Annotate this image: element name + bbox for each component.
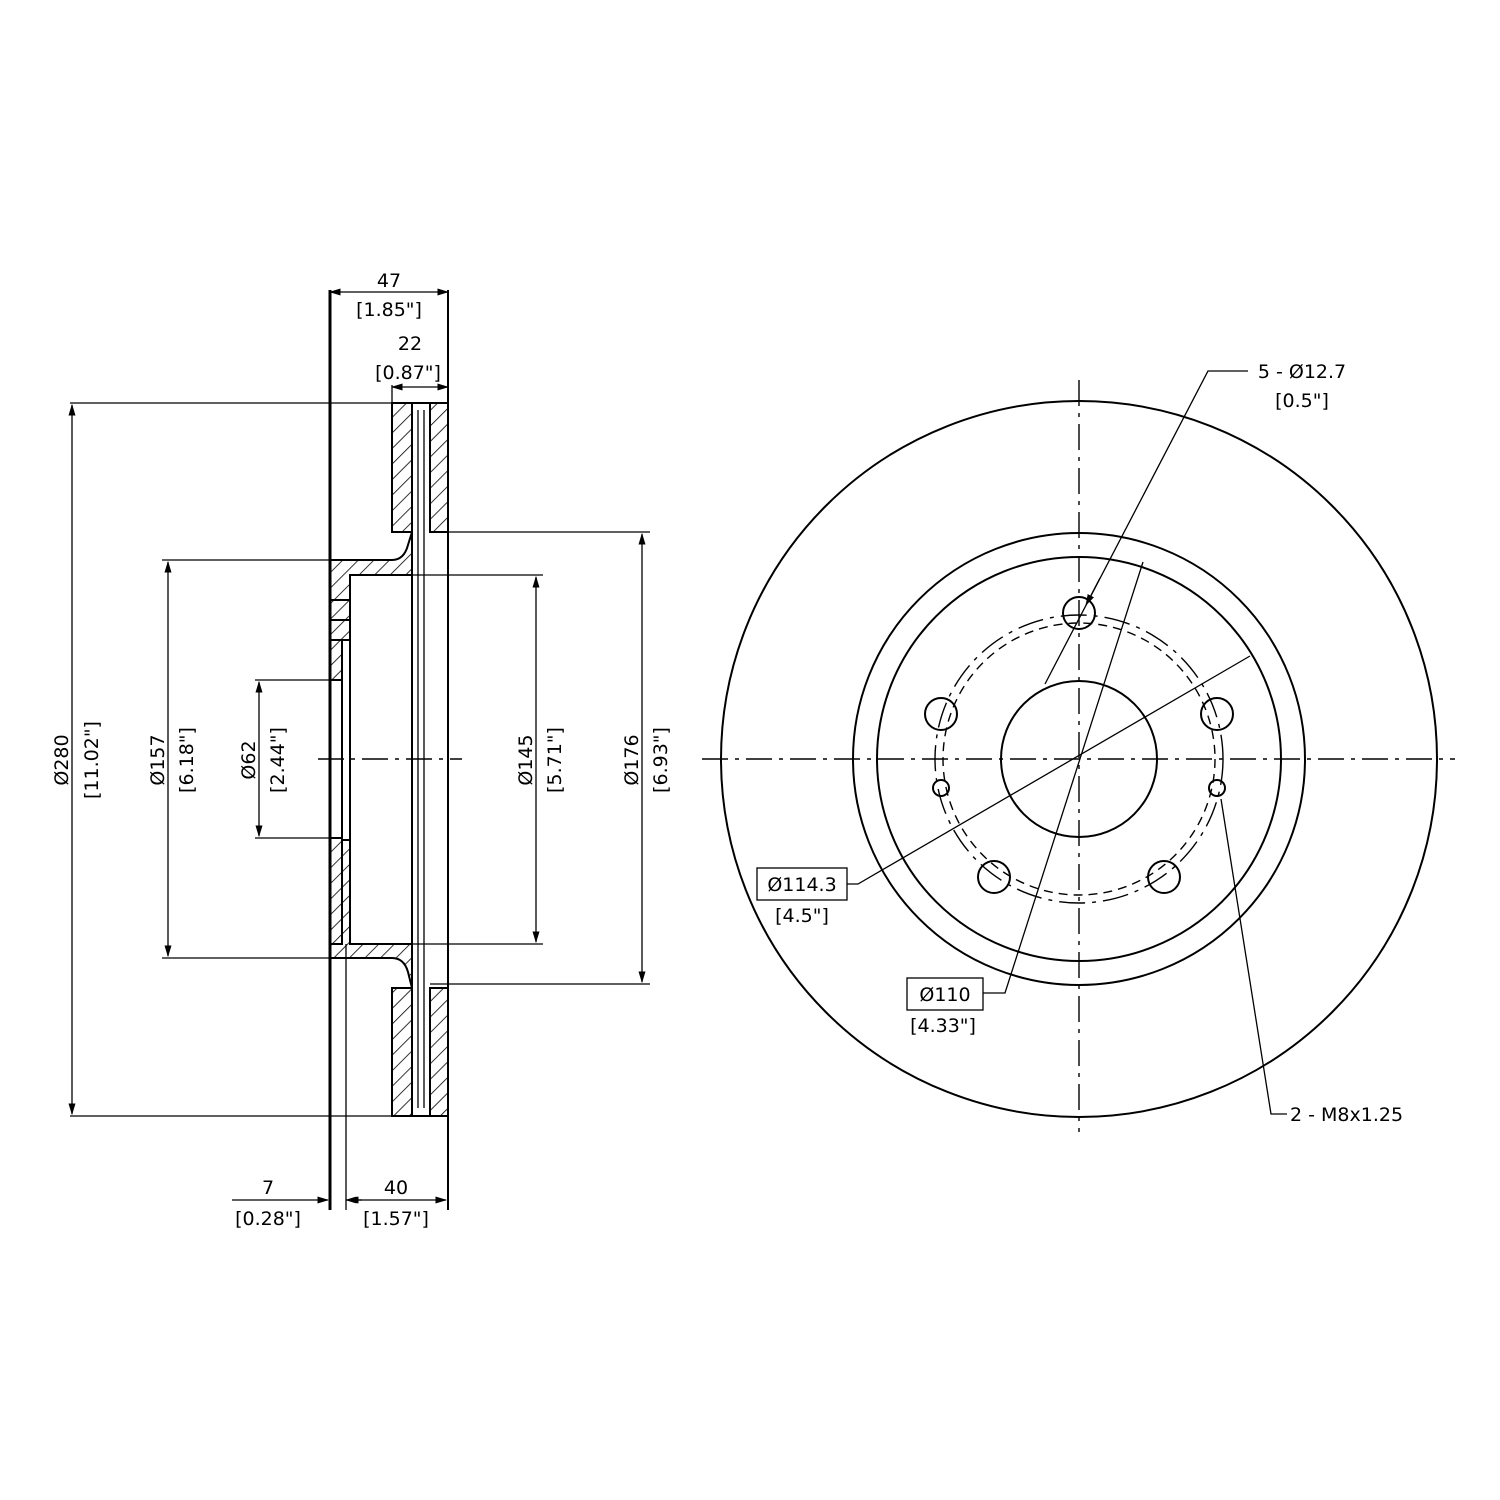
leader-bolt-holes-arrow (1085, 577, 1101, 607)
lug-hole-4 (977, 860, 1011, 894)
bolt-circle-box (756, 867, 848, 901)
dim-7-mm: 7 (262, 1177, 274, 1199)
dim-47-in: [1.85"] (356, 299, 422, 321)
dim-40-in: [1.57"] (363, 1208, 429, 1230)
leader-bolt-circle (847, 655, 1251, 885)
dim-176-mm: Ø176 (621, 734, 643, 785)
friction-plate-upper-inner (391, 402, 413, 533)
friction-plate-lower-outer (429, 987, 449, 1117)
hat-flange-upper (329, 639, 343, 681)
dim-22-mm: 22 (398, 333, 422, 355)
hat-upper (329, 531, 413, 681)
center-bore (1000, 680, 1158, 838)
lug-hole-1 (1062, 596, 1096, 630)
section-view: 47 [1.85"] 22 [0.87"] 7 [0.28"] 40 [1.57… (51, 270, 672, 1230)
hat-flange-lower (329, 837, 343, 945)
dim-47-mm: 47 (377, 270, 401, 292)
lug-hole-3 (1147, 860, 1181, 894)
bolt-circle (934, 614, 1224, 904)
dim-280-mm: Ø280 (51, 734, 73, 785)
leader-bolt-holes (1044, 370, 1248, 685)
dim-157-in: [6.18"] (176, 727, 198, 793)
friction-plate-lower-inner (391, 987, 413, 1117)
dim-22-in: [0.87"] (375, 362, 441, 384)
threaded-hole-1 (932, 779, 950, 797)
dim-62-mm: Ø62 (238, 740, 260, 779)
dim-62-in: [2.44"] (267, 727, 289, 793)
hat-inner-edge (876, 556, 1282, 962)
bolt-circle-mm: Ø114.3 (767, 874, 836, 896)
rotor-outer-edge (720, 400, 1438, 1118)
hat-outer-edge (852, 532, 1306, 986)
dim-145-mm: Ø145 (515, 734, 537, 785)
threaded-hole-2 (1208, 779, 1226, 797)
pilot-circle-box (906, 977, 984, 1011)
pilot-circle (942, 622, 1216, 896)
hat-lower (329, 837, 413, 989)
pilot-circle-mm: Ø110 (919, 984, 970, 1006)
dim-280-in: [11.02"] (81, 721, 103, 799)
pilot-circle-in: [4.33"] (910, 1015, 976, 1037)
dim-176-in: [6.93"] (650, 727, 672, 793)
dim-7-in: [0.28"] (235, 1208, 301, 1230)
leader-pilot-circle (983, 561, 1144, 994)
bolt-holes-mm: 5 - Ø12.7 (1258, 361, 1346, 383)
bolt-holes-in: [0.5"] (1275, 390, 1329, 412)
lug-hole-2 (1200, 697, 1234, 731)
front-view: 5 - Ø12.7 [0.5"] Ø114.3 [4.5"] Ø110 [4.3… (702, 361, 1455, 1132)
bolt-circle-in: [4.5"] (775, 905, 829, 927)
lug-hole-5 (924, 697, 958, 731)
dim-157-mm: Ø157 (147, 734, 169, 785)
friction-plate-upper-outer (429, 402, 449, 533)
threaded-holes-label: 2 - M8x1.25 (1290, 1104, 1403, 1126)
dim-40-mm: 40 (384, 1177, 408, 1199)
dim-145-in: [5.71"] (544, 727, 566, 793)
leader-threaded-holes (1220, 798, 1287, 1115)
